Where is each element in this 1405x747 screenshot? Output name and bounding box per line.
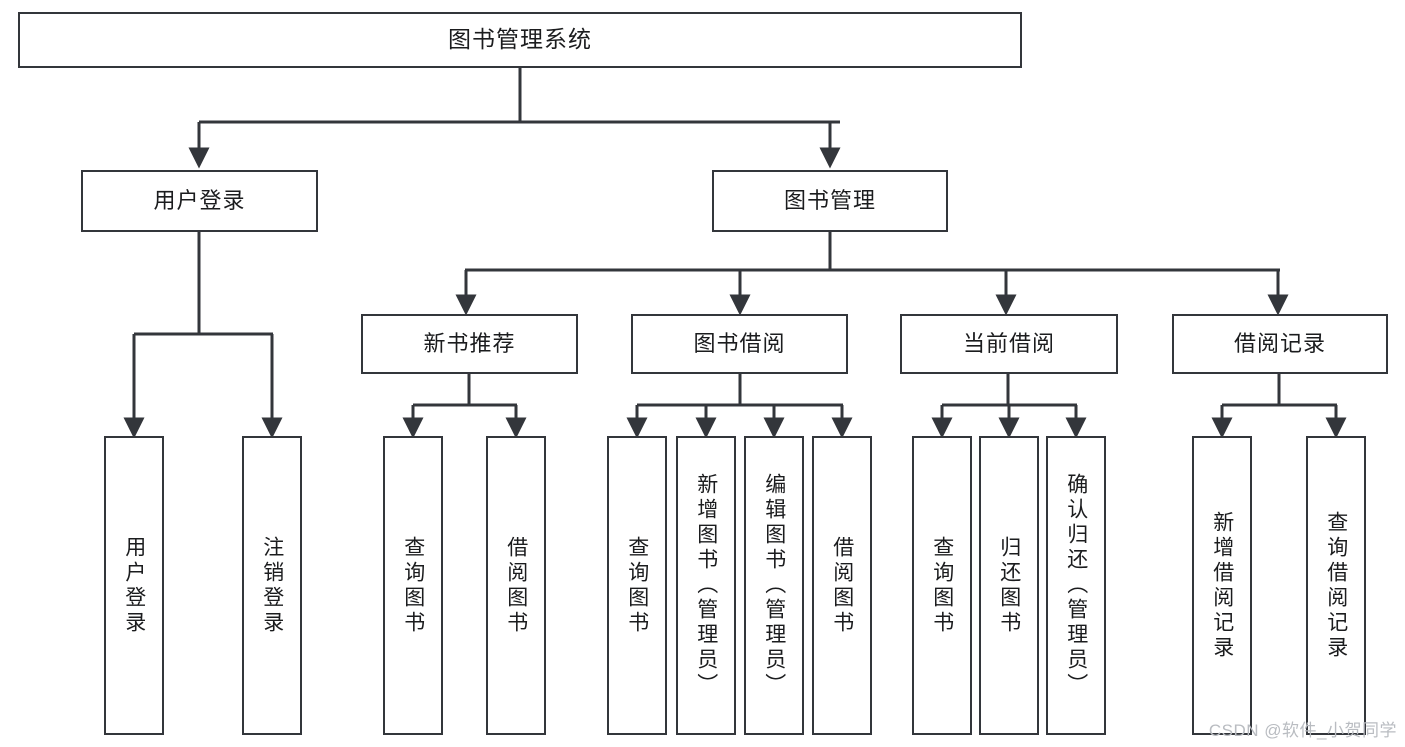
leaf-add-book-admin[interactable]: 新增图书（管理员） [676,436,736,735]
leaf-add-borrow-record[interactable]: 新增借阅记录 [1192,436,1252,735]
node-label: 用户登录 [122,535,146,636]
node-label: 查询图书 [401,535,425,636]
node-label: 新增借阅记录 [1210,510,1234,661]
node-label: 图书管理系统 [448,26,592,53]
node-user-login[interactable]: 用户登录 [81,170,318,232]
node-label: 新增图书（管理员） [694,473,718,698]
node-label: 归还图书 [997,535,1021,636]
node-label: 编辑图书（管理员） [762,473,786,698]
node-label: 查询图书 [930,535,954,636]
node-label: 注销登录 [260,535,284,636]
node-label: 用户登录 [153,187,246,213]
leaf-user-login[interactable]: 用户登录 [104,436,164,735]
leaf-borrow-book-recommend[interactable]: 借阅图书 [486,436,546,735]
node-book-management[interactable]: 图书管理 [712,170,948,232]
csdn-watermark: CSDN @软件_小贺同学 [1208,721,1397,740]
leaf-edit-book-admin[interactable]: 编辑图书（管理员） [744,436,804,735]
leaf-return-book[interactable]: 归还图书 [979,436,1039,735]
leaf-query-book-current[interactable]: 查询图书 [912,436,972,735]
leaf-query-book-borrow[interactable]: 查询图书 [607,436,667,735]
leaf-query-borrow-record[interactable]: 查询借阅记录 [1306,436,1366,735]
node-label: 查询图书 [625,535,649,636]
node-label: 借阅图书 [504,535,528,636]
node-label: 图书借阅 [693,330,786,356]
node-label: 新书推荐 [423,330,516,356]
node-book-borrow[interactable]: 图书借阅 [631,314,848,374]
leaf-confirm-return-admin[interactable]: 确认归还（管理员） [1046,436,1106,735]
leaf-query-book-recommend[interactable]: 查询图书 [383,436,443,735]
node-label: 当前借阅 [962,330,1055,356]
node-label: 图书管理 [783,187,876,213]
node-root-library-system[interactable]: 图书管理系统 [18,12,1022,68]
leaf-logout[interactable]: 注销登录 [242,436,302,735]
node-borrow-record[interactable]: 借阅记录 [1172,314,1388,374]
node-new-book-recommend[interactable]: 新书推荐 [361,314,578,374]
node-current-borrow[interactable]: 当前借阅 [900,314,1118,374]
node-label: 借阅记录 [1233,330,1326,356]
node-label: 查询借阅记录 [1324,510,1348,661]
node-label: 借阅图书 [830,535,854,636]
node-label: 确认归还（管理员） [1064,473,1088,698]
leaf-borrow-book[interactable]: 借阅图书 [812,436,872,735]
